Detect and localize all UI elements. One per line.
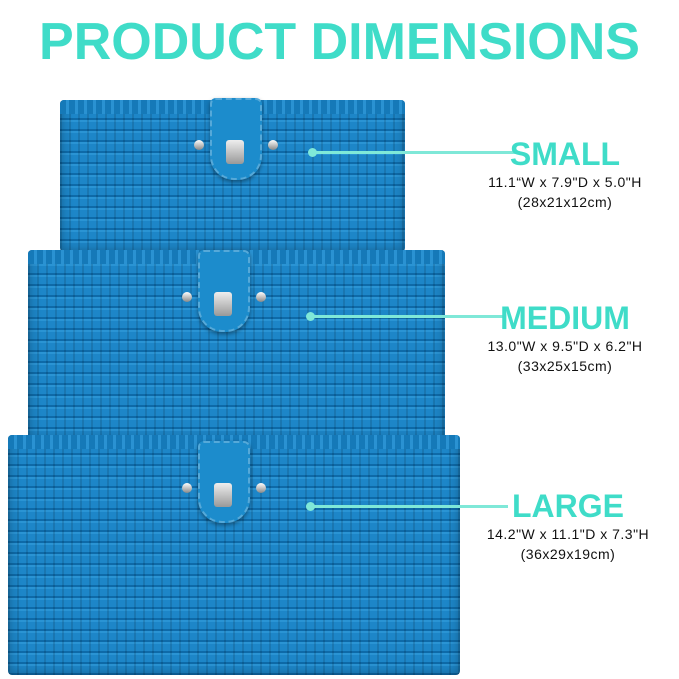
medium-pointer-dot: [306, 312, 315, 321]
size-imperial: 14.2"W x 11.1"D x 7.3"H: [486, 526, 650, 542]
clasp-icon: [182, 441, 266, 523]
small-label: SMALL 11.1“W x 7.9"D x 5.0"H (28x21x12cm…: [465, 136, 665, 212]
medium-label: MEDIUM 13.0"W x 9.5"D x 6.2"H (33x25x15c…: [465, 300, 665, 376]
size-metric: (28x21x12cm): [517, 194, 613, 210]
medium-basket-image: [28, 250, 445, 440]
size-imperial: 11.1“W x 7.9"D x 5.0"H: [488, 174, 642, 190]
clasp-icon: [194, 98, 278, 180]
large-label: LARGE 14.2"W x 11.1"D x 7.3"H (36x29x19c…: [463, 488, 673, 564]
small-pointer-dot: [308, 148, 317, 157]
size-metric: (33x25x15cm): [517, 358, 613, 374]
large-pointer-dot: [306, 502, 315, 511]
size-imperial: 13.0"W x 9.5"D x 6.2"H: [487, 338, 643, 354]
size-metric: (36x29x19cm): [520, 546, 616, 562]
small-pointer-line: [312, 151, 517, 154]
large-basket-image: [8, 435, 460, 675]
large-pointer-line: [310, 505, 508, 508]
clasp-icon: [182, 250, 266, 332]
medium-pointer-line: [310, 315, 505, 318]
size-name: LARGE: [512, 488, 624, 524]
small-basket-image: [60, 98, 405, 252]
size-name: MEDIUM: [500, 300, 630, 336]
size-name: SMALL: [509, 136, 621, 172]
page-title: PRODUCT DIMENSIONS: [39, 13, 640, 71]
